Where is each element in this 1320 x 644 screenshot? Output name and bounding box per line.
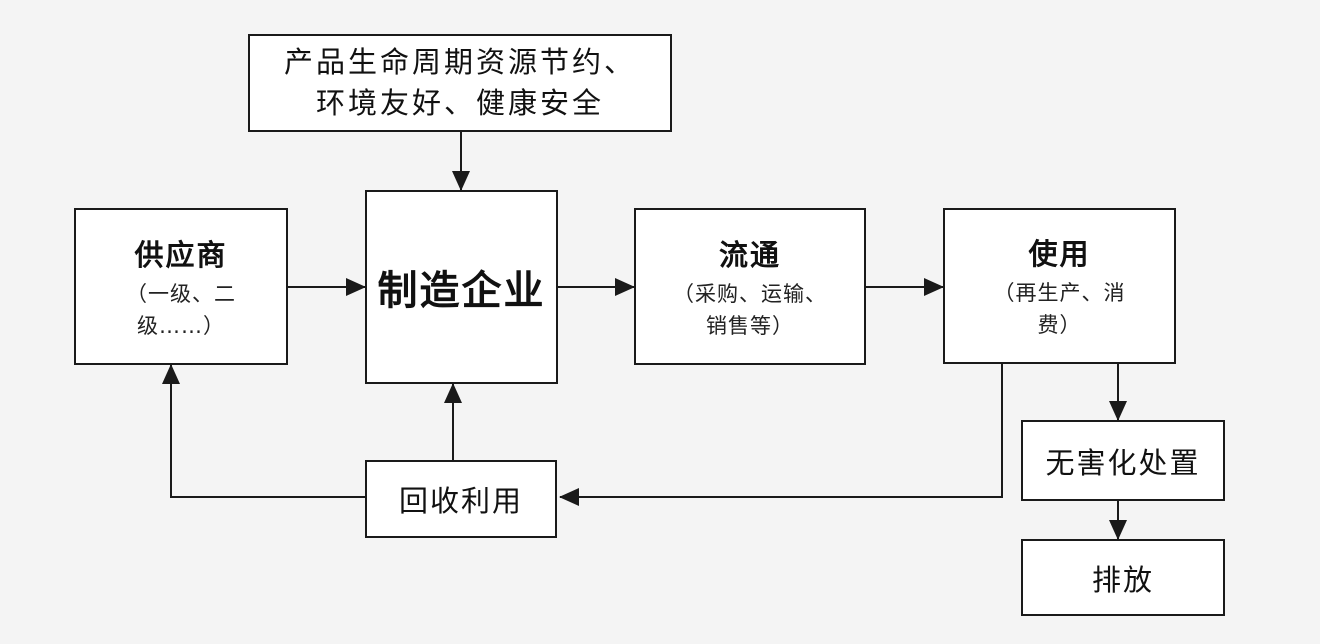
emission-title: 排放 [1091, 562, 1154, 597]
recycle-box: 回收利用 [365, 460, 557, 538]
circulation-title: 流通 [718, 237, 781, 272]
goal-line-2: 环境友好、健康安全 [315, 86, 604, 120]
disposal-title: 无害化处置 [1045, 445, 1201, 480]
goal-box: 产品生命周期资源节约、 环境友好、健康安全 [248, 34, 672, 132]
circulation-subtitle-1: （采购、运输、 [673, 281, 827, 306]
supplier-subtitle-1: （一级、二 [126, 281, 236, 306]
manufacturer-box: 制造企业 [365, 190, 558, 384]
recycle-title: 回收利用 [398, 484, 523, 518]
manufacturer-title: 制造企业 [377, 268, 546, 314]
usage-title: 使用 [1028, 237, 1091, 271]
usage-subtitle-2: 费） [1037, 313, 1082, 337]
goal-line-1: 产品生命周期资源节约、 [283, 45, 636, 79]
usage-subtitle-1: （再生产、消 [993, 281, 1126, 305]
supplier-box: 供应商 （一级、二 级……） [74, 208, 288, 365]
emission-box: 排放 [1021, 539, 1225, 616]
circulation-box: 流通 （采购、运输、 销售等） [634, 208, 866, 365]
arrow-usage-to-recycle [559, 364, 1003, 506]
supplier-title: 供应商 [134, 237, 228, 272]
arrow-recycle-to-supplier [162, 364, 365, 498]
usage-box: 使用 （再生产、消 费） [943, 208, 1176, 364]
supplier-subtitle-2: 级……） [137, 313, 225, 338]
circulation-subtitle-2: 销售等） [706, 313, 794, 338]
disposal-box: 无害化处置 [1021, 420, 1225, 501]
